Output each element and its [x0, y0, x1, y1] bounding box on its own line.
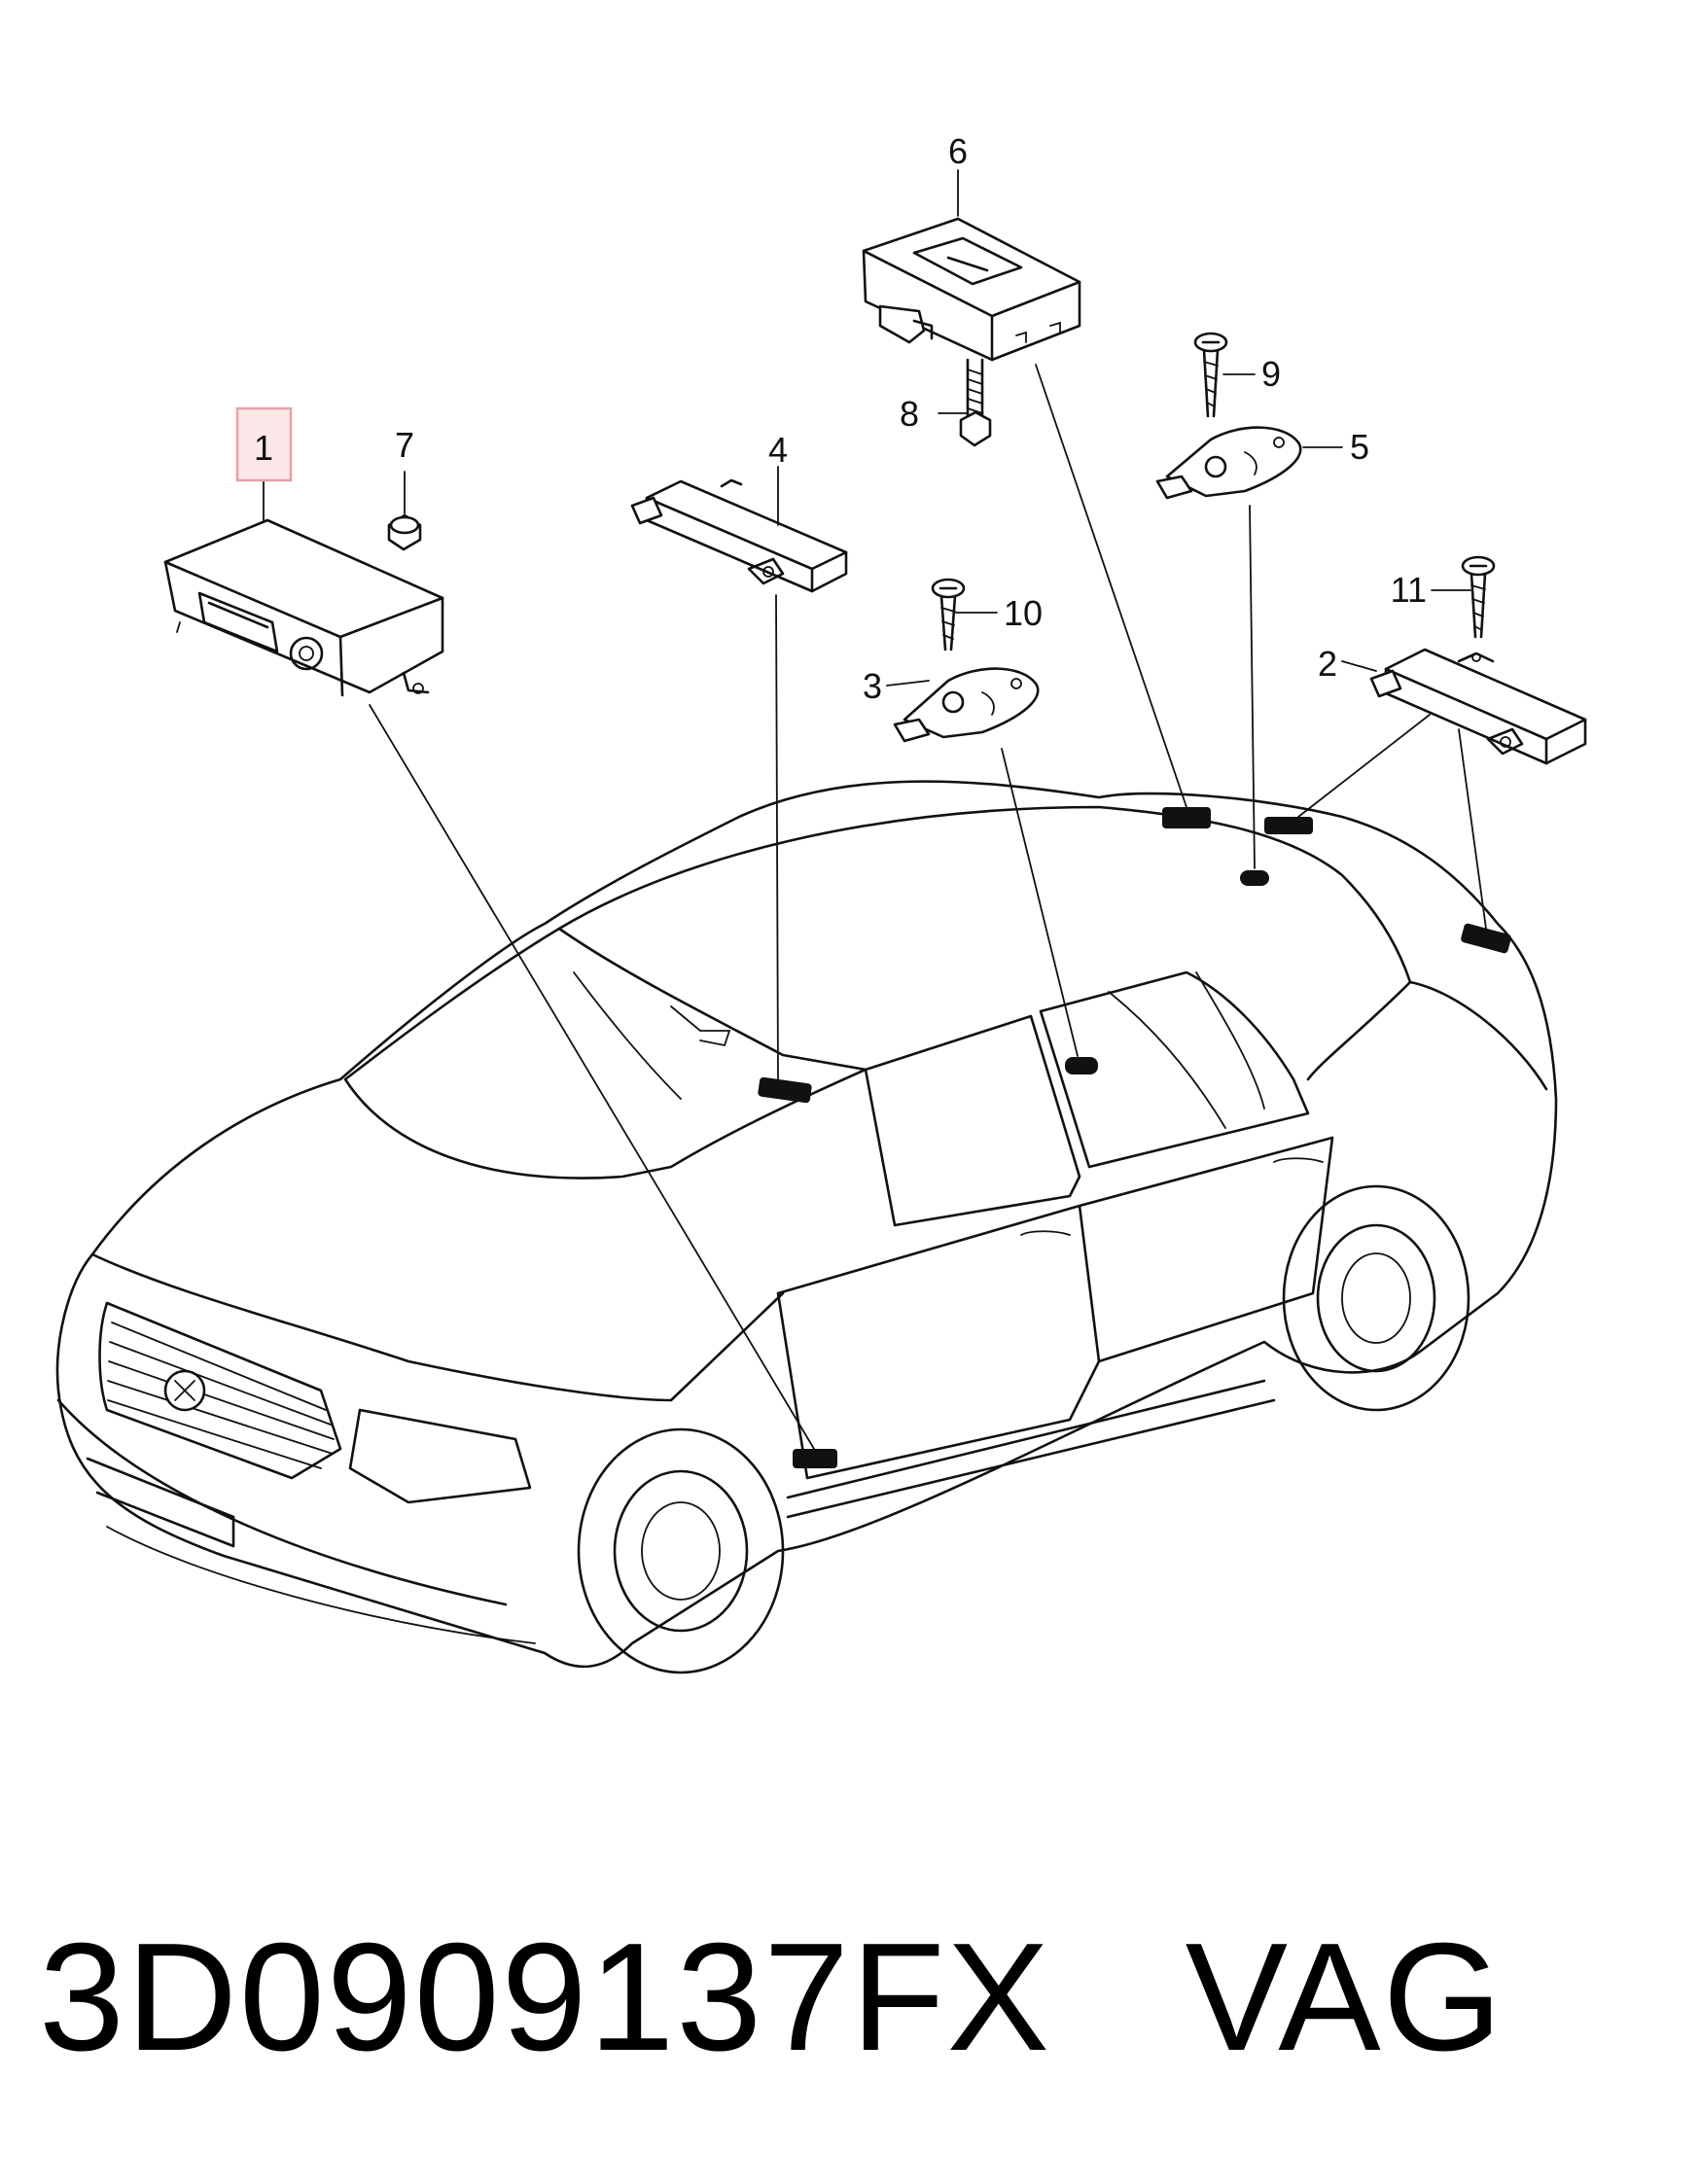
- rear-side-window: [1039, 970, 1310, 1169]
- callout-labels: 1 2 3 4 5 6 7 8 9 10 11: [235, 131, 1427, 706]
- mount-marker-2-lower: [1461, 923, 1511, 954]
- mount-marker-4: [758, 1076, 812, 1104]
- callout-4: 4: [768, 430, 788, 470]
- front-side-window: [864, 1014, 1081, 1227]
- callout-2: 2: [1318, 644, 1337, 684]
- part-9-screw: [1193, 332, 1228, 418]
- rear-wheel: [1282, 1184, 1470, 1412]
- leader-lines: [369, 364, 1487, 1455]
- callout-leaders: [263, 169, 1471, 687]
- part-number-caption: 3D0909137FX VAG: [39, 1920, 1505, 2074]
- roof-line: [557, 805, 1412, 1081]
- part-5-bracket: [1155, 426, 1302, 500]
- callout-1-highlight: [235, 406, 293, 482]
- mount-marker-2-upper: [1264, 817, 1313, 834]
- mount-marker-6: [1162, 807, 1211, 828]
- mount-marker-1: [793, 1449, 837, 1468]
- front-bumper: [56, 1398, 508, 1606]
- part-number: 3D0909137FX: [39, 1912, 1051, 2083]
- part-8-bolt: [959, 358, 992, 447]
- callout-5: 5: [1350, 427, 1369, 467]
- part-7-nut: [387, 513, 422, 551]
- car-illustration: [55, 780, 1558, 1674]
- caption-gap: [1051, 1912, 1186, 2083]
- part-6-unit: [862, 217, 1081, 362]
- callout-3: 3: [863, 666, 882, 706]
- part-11-screw: [1461, 555, 1496, 639]
- hood: [90, 1252, 785, 1402]
- mount-marker-5: [1240, 870, 1269, 886]
- callout-10: 10: [1004, 593, 1043, 633]
- mount-marker-3: [1065, 1057, 1098, 1074]
- part-4-module: [630, 478, 848, 593]
- callout-8: 8: [900, 394, 919, 434]
- callout-1: 1: [254, 428, 273, 468]
- part-3-bracket: [893, 667, 1040, 743]
- grille: [98, 1301, 342, 1480]
- part-1-control-unit: [163, 518, 444, 697]
- part-10-screw: [931, 578, 966, 652]
- brand-name: VAG: [1185, 1912, 1505, 2083]
- callout-9: 9: [1261, 354, 1281, 394]
- callout-6: 6: [948, 131, 968, 171]
- callout-7: 7: [395, 425, 414, 465]
- headlight: [348, 1408, 532, 1504]
- side-sill: [786, 1379, 1266, 1499]
- callout-11: 11: [1391, 570, 1427, 610]
- car-silhouette: [55, 780, 1558, 1669]
- part-2-module: [1369, 648, 1587, 765]
- front-wheel: [577, 1427, 785, 1674]
- rear-door: [1078, 1136, 1334, 1363]
- front-door: [776, 1204, 1101, 1480]
- windshield: [343, 927, 868, 1180]
